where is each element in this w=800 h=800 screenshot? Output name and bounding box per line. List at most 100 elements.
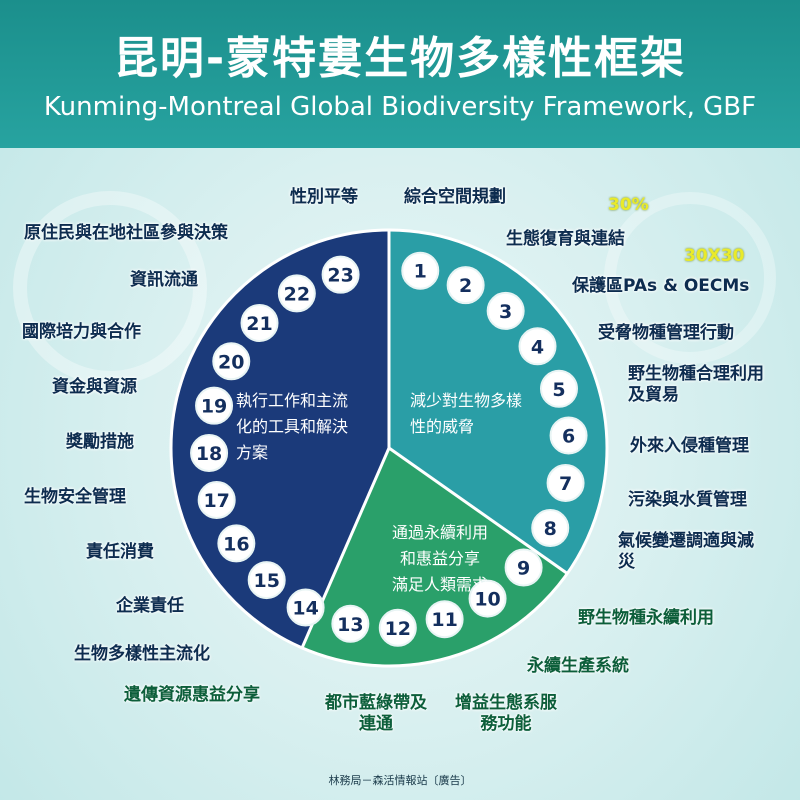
target-badge-circle bbox=[247, 561, 286, 600]
target-badge: 2 bbox=[446, 266, 485, 305]
target-badge-number: 21 bbox=[246, 313, 272, 335]
target-label-23: 性別平等 bbox=[290, 187, 358, 207]
target-badge-number: 1 bbox=[414, 261, 427, 283]
highlight-30x30: 30X30 bbox=[684, 246, 745, 266]
target-badge-number: 12 bbox=[385, 618, 411, 640]
target-badge: 7 bbox=[546, 463, 585, 502]
target-label-20: 國際培力與合作 bbox=[22, 322, 141, 342]
target-label-6: 外來入侵種管理 bbox=[630, 436, 749, 456]
target-label-4: 受脅物種管理行動 bbox=[598, 323, 734, 343]
highlight-30-percent: 30% bbox=[608, 195, 649, 215]
target-badge: 15 bbox=[247, 561, 286, 600]
target-badge-number: 23 bbox=[327, 265, 353, 287]
tools-line: 化的工具和解決 bbox=[236, 417, 349, 436]
target-badge: 11 bbox=[425, 600, 464, 639]
target-badge-number: 8 bbox=[544, 518, 557, 540]
target-label-13: 遺傳資源惠益分享 bbox=[124, 685, 260, 705]
tools-line: 執行工作和主流 bbox=[236, 391, 349, 410]
target-label-21: 資訊流通 bbox=[130, 270, 198, 290]
target-badge: 21 bbox=[240, 303, 279, 342]
tools-line: 方案 bbox=[236, 443, 269, 462]
target-badge: 14 bbox=[286, 588, 325, 627]
target-badge-number: 22 bbox=[284, 283, 310, 305]
target-badge-circle bbox=[531, 509, 570, 548]
target-badge: 16 bbox=[217, 524, 256, 563]
target-badge-number: 20 bbox=[218, 351, 244, 373]
target-badge-circle bbox=[331, 604, 370, 643]
target-badge-circle bbox=[240, 303, 279, 342]
target-badge-circle bbox=[446, 266, 485, 305]
target-label-9: 野生物種永續利用 bbox=[578, 608, 714, 628]
target-badge-number: 9 bbox=[517, 558, 530, 580]
target-badge-number: 6 bbox=[562, 425, 575, 447]
footer-credit: 林務局－森活情報站〔廣告〕 bbox=[328, 774, 472, 787]
target-badge-number: 10 bbox=[474, 589, 500, 611]
target-badge-circle bbox=[486, 291, 525, 330]
threats-section-text: 減少對生物多樣性的威脅 bbox=[410, 388, 530, 440]
target-badge-number: 5 bbox=[552, 379, 565, 401]
target-badge-circle bbox=[212, 342, 251, 381]
target-badge-number: 15 bbox=[253, 570, 279, 592]
target-badge-circle bbox=[546, 463, 585, 502]
target-badge: 10 bbox=[468, 579, 507, 618]
target-badge-number: 11 bbox=[431, 609, 457, 631]
target-badge: 6 bbox=[549, 416, 588, 455]
needs-section-text: 通過永續利用 和惠益分享 滿足人類需求 bbox=[370, 520, 510, 598]
target-badge-circle bbox=[549, 416, 588, 455]
target-badge: 3 bbox=[486, 291, 525, 330]
target-badge-number: 7 bbox=[559, 473, 572, 495]
target-badge-circle bbox=[504, 548, 543, 587]
target-label-10: 永續生產系統 bbox=[527, 656, 629, 676]
target-badge: 12 bbox=[378, 608, 417, 647]
threats-text: 減少對生物多樣性的威脅 bbox=[410, 391, 523, 436]
target-badge: 17 bbox=[197, 481, 236, 520]
target-badge: 9 bbox=[504, 548, 543, 587]
target-badge-number: 19 bbox=[201, 396, 227, 418]
target-badge-circle bbox=[286, 588, 325, 627]
target-badge-circle bbox=[277, 274, 316, 313]
target-label-11: 增益生態系服務功能 bbox=[455, 693, 557, 734]
target-badge-circle bbox=[401, 251, 440, 290]
target-badge-number: 13 bbox=[337, 614, 363, 636]
target-label-8: 氣候變遷調適與減災 bbox=[618, 531, 754, 572]
target-badge-circle bbox=[518, 327, 557, 366]
target-badge: 20 bbox=[212, 342, 251, 381]
target-badge-circle bbox=[197, 481, 236, 520]
target-badge-number: 2 bbox=[459, 275, 472, 297]
title-chinese: 昆明-蒙特婁生物多樣性框架 bbox=[113, 33, 687, 84]
section-needs bbox=[302, 448, 568, 667]
target-badge-number: 18 bbox=[196, 443, 222, 465]
target-badge: 18 bbox=[190, 434, 229, 473]
target-badge-circle bbox=[425, 600, 464, 639]
target-badge: 23 bbox=[321, 255, 360, 294]
target-badge-circle bbox=[217, 524, 256, 563]
target-badge-number: 3 bbox=[499, 301, 512, 323]
target-badge: 13 bbox=[331, 604, 370, 643]
background-globe-decoration bbox=[13, 191, 776, 385]
target-label-5: 野生物種合理利用及貿易 bbox=[628, 364, 764, 405]
tools-section-text: 執行工作和主流 化的工具和解決 方案 bbox=[236, 388, 386, 466]
target-badge-number: 14 bbox=[292, 598, 318, 620]
target-badge-circle bbox=[190, 434, 229, 473]
target-label-16: 責任消費 bbox=[86, 542, 154, 562]
target-badge: 4 bbox=[518, 327, 557, 366]
needs-line: 滿足人類需求 bbox=[391, 575, 488, 594]
header-banner: 昆明-蒙特婁生物多樣性框架 Kunming-Montreal Global Bi… bbox=[0, 0, 800, 148]
target-badge-circle bbox=[195, 386, 234, 425]
target-label-18: 獎勵措施 bbox=[66, 432, 134, 452]
target-label-14: 生物多樣性主流化 bbox=[74, 644, 210, 664]
target-badge-number: 4 bbox=[531, 336, 544, 358]
target-badge-number: 17 bbox=[203, 490, 229, 512]
target-label-12: 都市藍綠帶及連通 bbox=[325, 693, 427, 734]
target-label-7: 污染與水質管理 bbox=[628, 490, 747, 510]
target-badge-circle bbox=[321, 255, 360, 294]
target-badge-circle bbox=[468, 579, 507, 618]
needs-line: 通過永續利用 bbox=[391, 523, 488, 542]
target-badge: 5 bbox=[539, 369, 578, 408]
target-label-3: 保護區PAs & OECMs bbox=[572, 276, 750, 296]
needs-line: 和惠益分享 bbox=[399, 549, 480, 568]
target-badge: 8 bbox=[531, 509, 570, 548]
